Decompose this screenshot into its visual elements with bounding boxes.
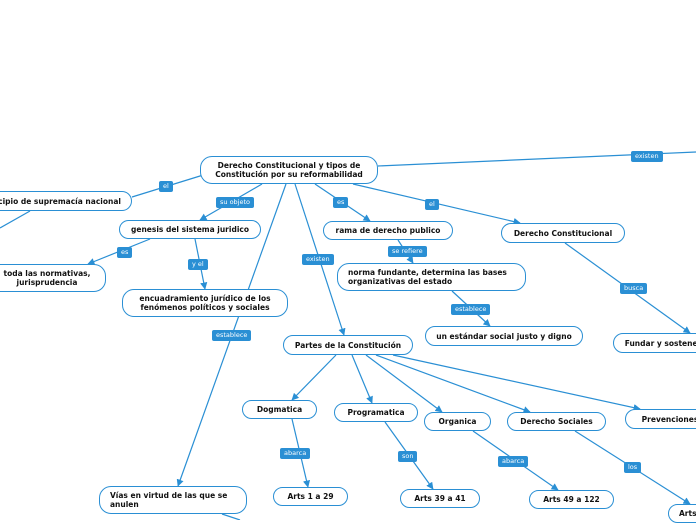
node-estandar[interactable]: un estándar social justo y digno (425, 326, 583, 346)
node-norma[interactable]: norma fundante, determina las bases orga… (337, 263, 526, 291)
node-programatica[interactable]: Programatica (334, 403, 418, 422)
node-derecho-constitucional[interactable]: Derecho Constitucional (501, 223, 625, 243)
tag-es-mid: es (333, 197, 349, 208)
edge-vias-out (221, 513, 241, 520)
node-supremacia[interactable]: Principio de supremacía nacional (0, 191, 132, 211)
tag-existen-mid: existen (302, 254, 334, 265)
tag-es-left: es (117, 247, 133, 258)
tag-se-refiere: se refiere (388, 246, 427, 257)
node-encuadramiento[interactable]: encuadramiento jurídico de los fenómenos… (122, 289, 288, 317)
tag-su-objeto: su objeto (216, 197, 255, 208)
tag-establece-norma: establece (451, 304, 491, 315)
node-rama[interactable]: rama de derecho publico (323, 221, 453, 240)
node-dogmatica[interactable]: Dogmatica (242, 400, 317, 419)
tag-los: los (624, 462, 642, 473)
edge-partes-dogmatica (291, 354, 337, 401)
node-genesis[interactable]: genesis del sistema juridico (119, 220, 261, 239)
tag-existen-top: existen (631, 151, 663, 162)
node-arts-1-29[interactable]: Arts 1 a 29 (273, 487, 348, 506)
node-arts-cut[interactable]: Arts (668, 504, 696, 523)
tag-busca: busca (620, 283, 648, 294)
node-prevenciones[interactable]: Prevenciones (625, 409, 696, 429)
node-arts-49-122[interactable]: Arts 49 a 122 (529, 490, 614, 509)
node-fundar[interactable]: Fundar y sostener (613, 333, 696, 353)
tag-son: son (398, 451, 418, 462)
node-normativas[interactable]: toda las normativas, jurisprudencia (0, 264, 106, 292)
node-root[interactable]: Derecho Constitucional y tipos de Consti… (200, 156, 378, 184)
edge-partes-prevenciones (392, 354, 641, 412)
edge-partes-derecho-sociales (375, 354, 531, 414)
edge-partes-programatica (351, 354, 373, 404)
edge-supremacia-down (0, 210, 31, 229)
node-organica[interactable]: Organica (424, 412, 491, 431)
node-partes[interactable]: Partes de la Constitución (283, 335, 413, 355)
tag-abarca-dog: abarca (280, 448, 311, 459)
tag-y-el: y el (188, 259, 208, 270)
node-arts-39-41[interactable]: Arts 39 a 41 (400, 489, 480, 508)
tag-el-right: el (425, 199, 439, 210)
tag-el-left: el (159, 181, 173, 192)
tag-abarca-org: abarca (498, 456, 529, 467)
node-derecho-sociales[interactable]: Derecho Sociales (507, 412, 606, 431)
tag-establece-enc: establece (212, 330, 252, 341)
node-vias[interactable]: Vías en virtud de las que se anulen (99, 486, 247, 514)
edge-partes-organica (365, 354, 443, 413)
